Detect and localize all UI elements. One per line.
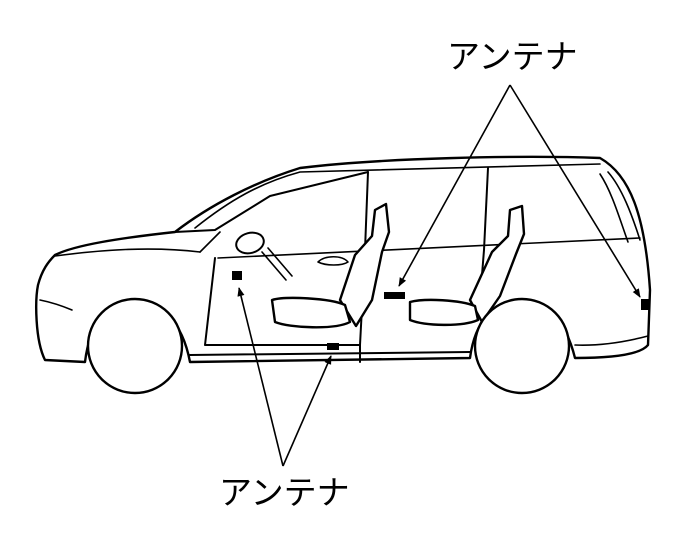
- steering-wheel: [235, 231, 265, 255]
- rear-wheel: [473, 297, 571, 395]
- front-seat-cushion: [270, 296, 352, 329]
- car-interior: [235, 202, 526, 329]
- leader-bottom-to-rocker: [282, 355, 332, 467]
- front-door-outline: [204, 257, 361, 346]
- leader-lines-bottom: [237, 287, 332, 467]
- rear-bumper: [574, 335, 649, 346]
- a-pillar: [174, 171, 369, 233]
- rear-window: [607, 171, 641, 241]
- roof-rail: [194, 163, 601, 229]
- leader-top-to-rear: [509, 84, 641, 298]
- rocker-panel: [189, 351, 471, 356]
- car-body: [35, 155, 652, 364]
- antenna-label-bottom: アンテナ: [219, 473, 350, 512]
- wheels: [86, 297, 571, 395]
- steering-column: [261, 247, 293, 281]
- rear-window-inner: [599, 173, 629, 243]
- antenna-marker-rear: [641, 299, 650, 310]
- leader-top-to-cabin: [398, 84, 511, 287]
- front-bumper: [39, 299, 73, 311]
- antenna-markers: [232, 271, 650, 350]
- antenna-marker-front-door: [232, 271, 242, 280]
- beltline: [217, 237, 641, 259]
- windshield-edge: [199, 231, 221, 253]
- antenna-label-top: アンテナ: [447, 37, 578, 76]
- front-wheel: [86, 297, 184, 395]
- front-seat-back: [338, 202, 391, 328]
- leader-lines-top: [398, 84, 641, 298]
- side-mirror: [317, 255, 349, 266]
- leader-bottom-to-front-door: [237, 287, 284, 467]
- antenna-marker-cabin: [384, 292, 405, 299]
- rear-seat-back: [468, 204, 526, 324]
- rear-seat-cushion: [408, 298, 480, 327]
- hood-line: [54, 248, 201, 257]
- antenna-marker-rocker: [327, 343, 339, 350]
